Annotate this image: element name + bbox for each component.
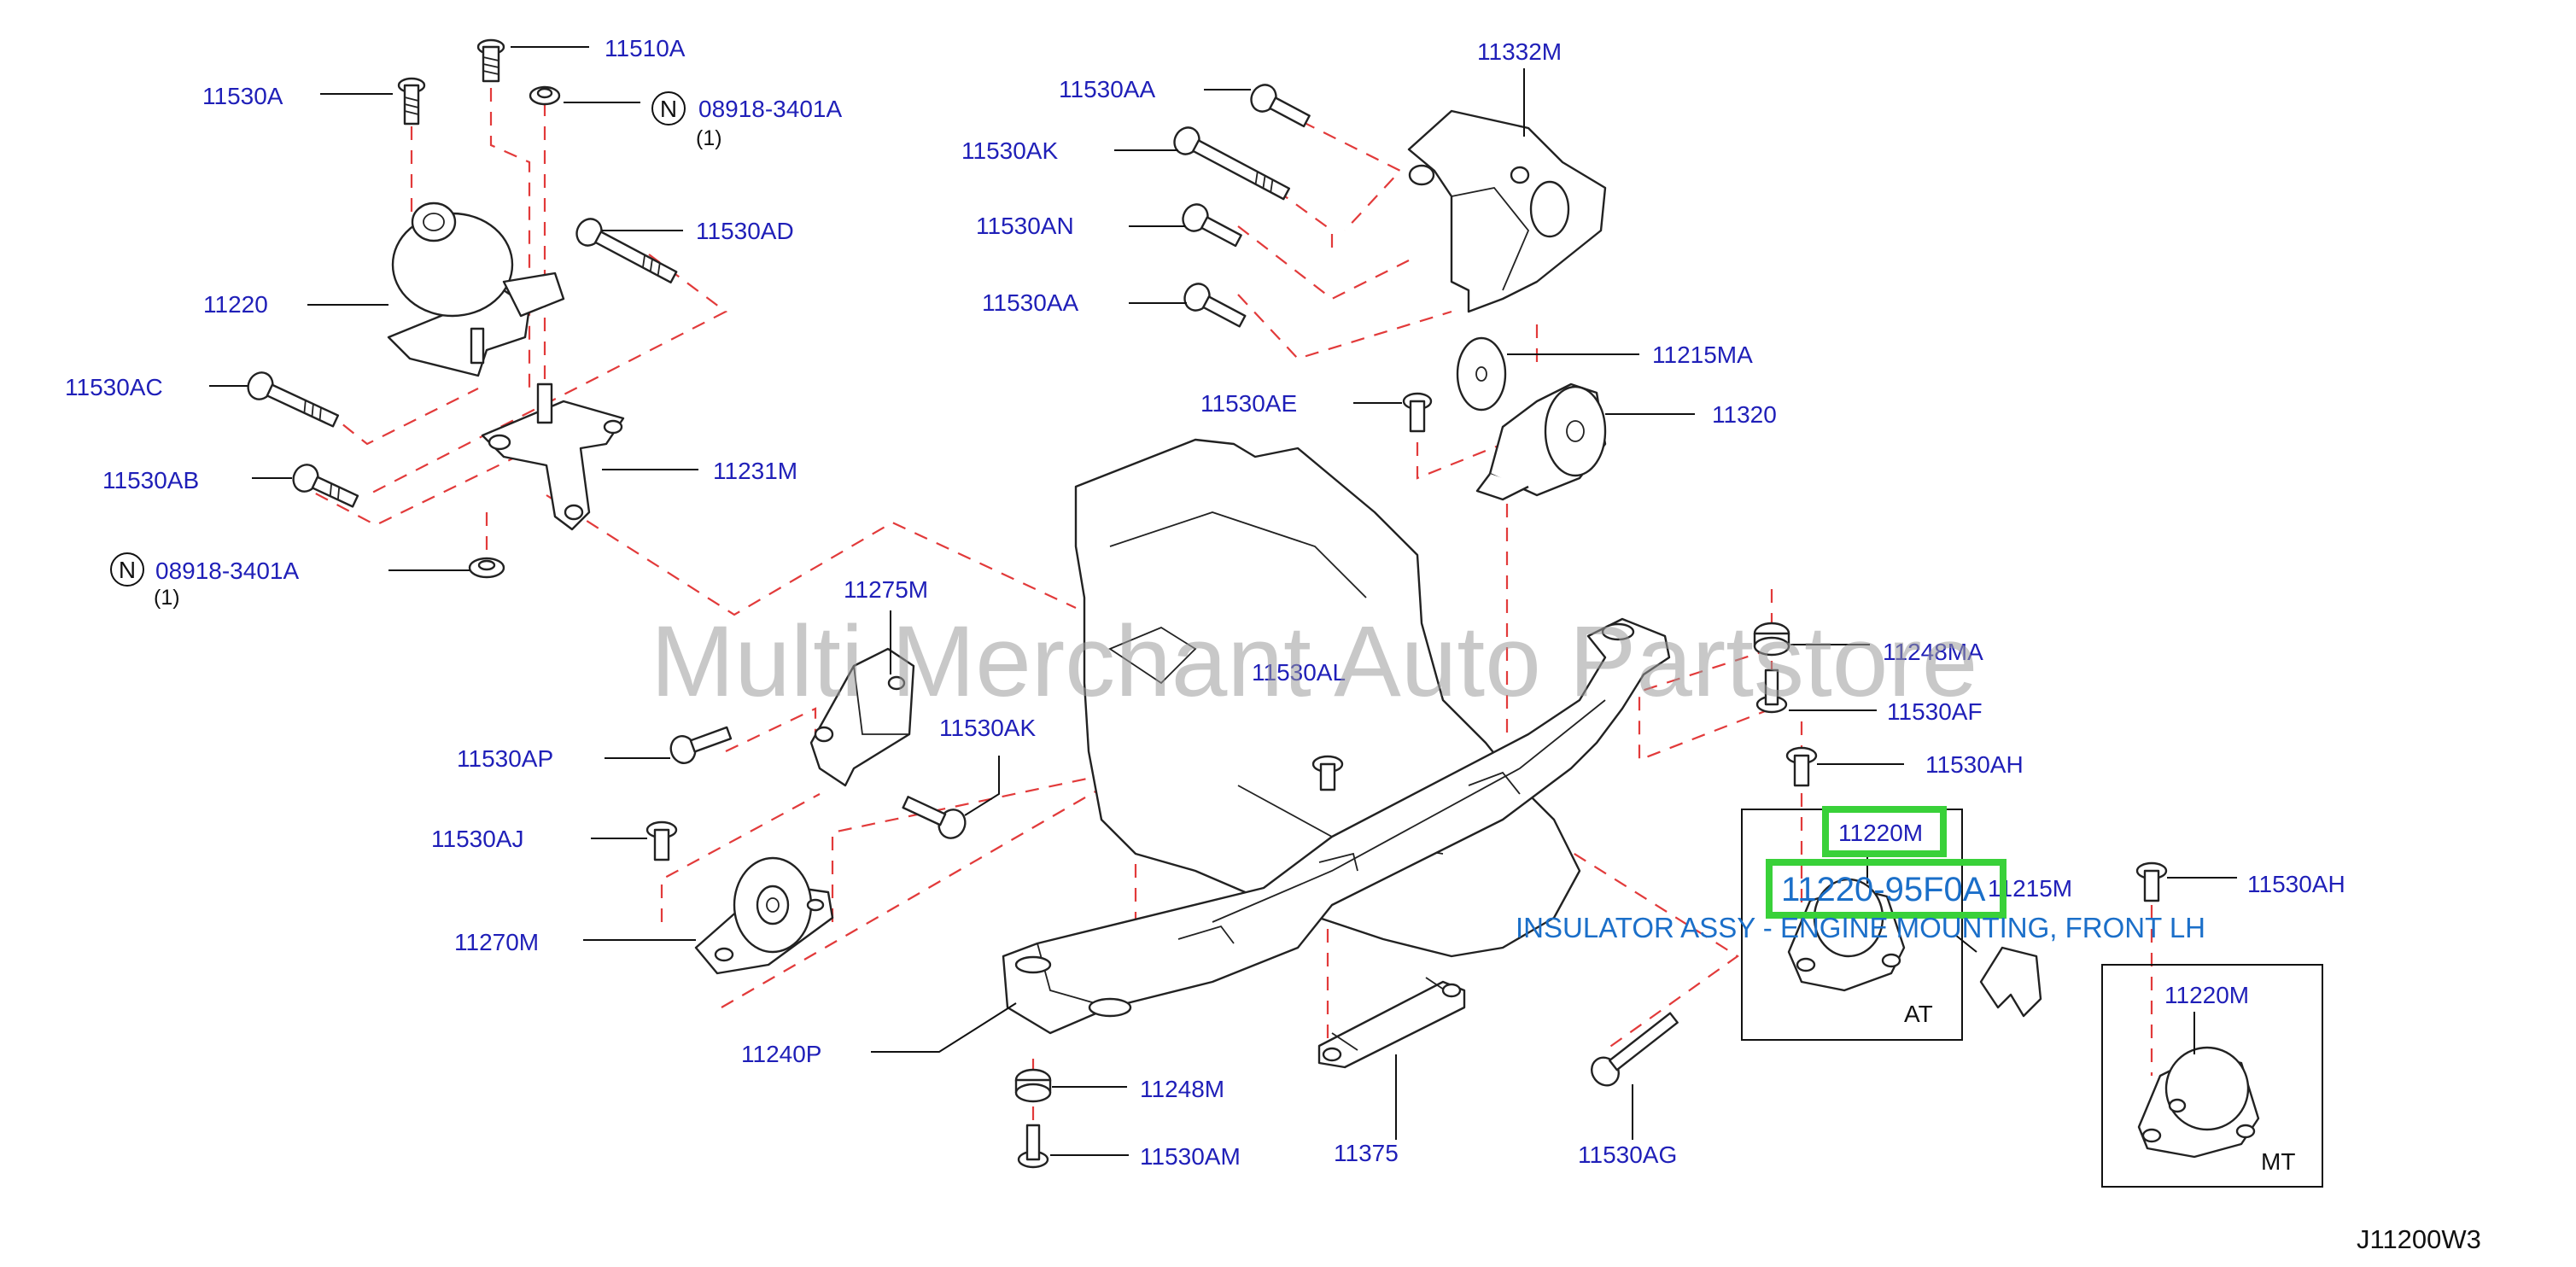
crossmember-11240P — [1002, 617, 1671, 1035]
label-11248M[interactable]: 11248M — [1140, 1076, 1224, 1102]
label-11530AL[interactable]: 11530AL — [1252, 659, 1346, 686]
label-11530AE[interactable]: 11530AE — [1200, 390, 1297, 417]
highlighted-part-description: INSULATOR ASSY - ENGINE MOUNTING, FRONT … — [1516, 912, 2205, 943]
leader-lines — [209, 46, 2237, 1156]
mt-box-label: MT — [2261, 1148, 2295, 1175]
label-11530AC[interactable]: 11530AC — [65, 374, 163, 400]
label-11248MA[interactable]: 11248MA — [1883, 639, 1983, 665]
part-11320 — [1475, 382, 1607, 501]
label-11275M[interactable]: 11275M — [844, 576, 928, 603]
label-11240P[interactable]: 11240P — [741, 1041, 821, 1067]
label-11220[interactable]: 11220 — [203, 291, 268, 318]
label-08918-3401A-bottom[interactable]: 08918-3401A — [155, 558, 299, 584]
label-11530AH-right[interactable]: 11530AH — [2247, 871, 2345, 897]
label-11530AD[interactable]: 11530AD — [696, 218, 794, 244]
label-11270M[interactable]: 11270M — [454, 929, 539, 955]
qty-08918-3401A-bottom: (1) — [154, 586, 180, 610]
highlight-box-part-number — [1766, 859, 2006, 919]
main-parts — [387, 109, 2260, 1159]
n-symbol-top: N — [651, 91, 686, 126]
label-11530AK-top[interactable]: 11530AK — [961, 137, 1058, 164]
label-11375[interactable]: 11375 — [1334, 1140, 1399, 1166]
label-11530AA-top[interactable]: 11530AA — [1059, 76, 1155, 102]
part-11375 — [1317, 977, 1466, 1069]
label-08918-3401A-top[interactable]: 08918-3401A — [698, 96, 842, 122]
part-11215MA — [1456, 336, 1507, 412]
part-11275M — [809, 647, 915, 787]
part-11220 — [387, 201, 565, 377]
label-11215MA[interactable]: 11215MA — [1652, 342, 1753, 368]
label-11332M[interactable]: 11332M — [1477, 38, 1562, 65]
mt-variant-box — [2101, 964, 2323, 1188]
fasteners — [247, 38, 2168, 1169]
n-symbol-text: N — [119, 557, 136, 583]
n-symbol-text: N — [660, 96, 677, 122]
label-11530AM[interactable]: 11530AM — [1140, 1143, 1241, 1170]
label-11530AH-mid[interactable]: 11530AH — [1925, 751, 2024, 778]
label-11530AB[interactable]: 11530AB — [102, 467, 199, 493]
part-11270M — [694, 856, 834, 975]
label-11530AK-mid[interactable]: 11530AK — [939, 715, 1036, 741]
label-11530AJ[interactable]: 11530AJ — [431, 826, 523, 852]
label-11231M[interactable]: 11231M — [713, 458, 797, 484]
at-box-label: AT — [1904, 1001, 1933, 1027]
highlight-box-11220M — [1822, 806, 1947, 857]
label-11220M-mt[interactable]: 11220M — [2164, 982, 2249, 1008]
qty-08918-3401A-top: (1) — [696, 126, 722, 150]
part-11332M — [1407, 109, 1607, 313]
label-11530AN[interactable]: 11530AN — [976, 213, 1074, 239]
label-11530AF[interactable]: 11530AF — [1887, 698, 1983, 725]
label-11530A[interactable]: 11530A — [202, 83, 283, 109]
label-11530AP[interactable]: 11530AP — [457, 745, 553, 772]
watermark-text: Multi Merchant Auto Partstore — [651, 605, 1977, 718]
label-11530AA-mid[interactable]: 11530AA — [982, 289, 1078, 316]
label-11530AG[interactable]: 11530AG — [1578, 1141, 1677, 1168]
part-11220M-mt — [2137, 1046, 2260, 1159]
part-11231M — [481, 382, 625, 531]
label-11220M-at[interactable]: 11220M — [1838, 820, 1923, 846]
label-11320[interactable]: 11320 — [1712, 401, 1777, 428]
part-11215M — [1979, 946, 2042, 1018]
part-labels: 11510A 11530A 08918-3401A (1) 11530AD 11… — [65, 35, 2345, 1175]
n-symbol-bottom: N — [110, 552, 144, 587]
label-11510A[interactable]: 11510A — [605, 35, 686, 61]
highlighted-part-number[interactable]: 11220-95F0A — [1781, 871, 1986, 908]
diagram-reference-code: J11200W3 — [2357, 1224, 2481, 1254]
